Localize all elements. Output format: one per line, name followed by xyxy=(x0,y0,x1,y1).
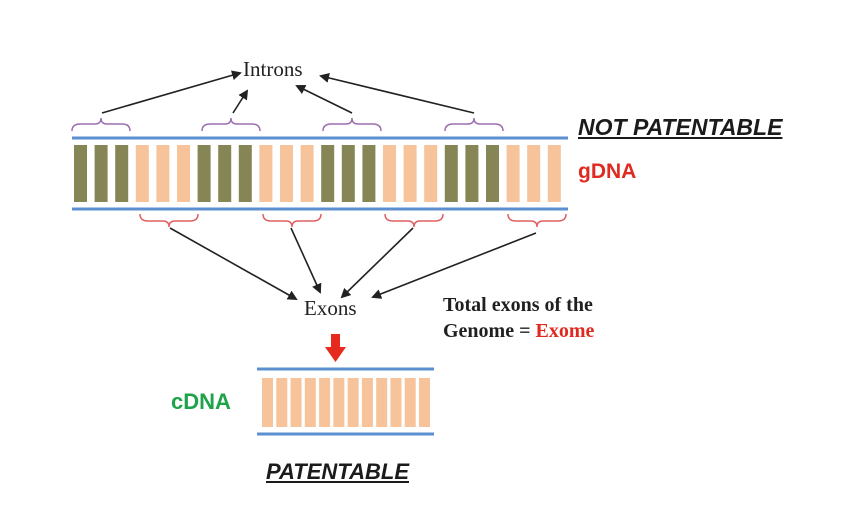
exon-bar xyxy=(527,145,541,202)
pointer-arrow xyxy=(169,227,298,300)
pointer-arrow xyxy=(101,70,242,114)
exon-brace xyxy=(262,213,322,228)
patentable-label: PATENTABLE xyxy=(266,459,409,484)
exon-braces xyxy=(139,213,567,228)
intron-bar xyxy=(362,145,376,202)
cdna-label: cDNA xyxy=(171,389,231,414)
exome-word: Exome xyxy=(535,320,595,342)
cdna-exon-bar xyxy=(304,378,316,427)
intron-bar xyxy=(94,145,108,202)
intron-bar xyxy=(486,145,499,202)
introns-label: Introns xyxy=(243,57,303,81)
cdna-bars xyxy=(262,378,430,427)
exon-bar xyxy=(177,145,190,202)
cdna-exon-bar xyxy=(262,378,273,427)
gdna-strand-lines xyxy=(72,136,568,211)
pointer-arrows xyxy=(101,70,537,300)
exon-bar xyxy=(280,145,293,202)
gdna-bars xyxy=(74,145,561,202)
exons-label: Exons xyxy=(304,296,357,320)
intron-bar xyxy=(465,145,479,202)
intron-bar xyxy=(197,145,211,202)
exon-bar xyxy=(403,145,417,202)
intron-bar xyxy=(238,145,252,202)
exon-brace xyxy=(139,213,199,228)
exon-bar xyxy=(547,145,561,202)
pointer-arrow xyxy=(319,73,475,114)
genome-equals-text: Genome = xyxy=(443,320,536,342)
total-exons-line-2: Genome = Exome xyxy=(443,318,594,344)
intron-bar xyxy=(218,145,232,202)
down-arrow-icon xyxy=(325,334,346,362)
cdna-strand-lines xyxy=(257,367,434,436)
cdna-exon-bar xyxy=(276,378,288,427)
cdna-exon-bar xyxy=(361,378,373,427)
intron-brace xyxy=(444,117,504,132)
cdna-exon-bar xyxy=(347,378,359,427)
intron-braces xyxy=(71,117,504,132)
exon-bar xyxy=(383,145,396,202)
intron-brace xyxy=(201,117,261,132)
exon-bar xyxy=(506,145,520,202)
intron-bar xyxy=(321,145,335,202)
cdna-exon-bar xyxy=(376,378,388,427)
not-patentable-label: NOT PATENTABLE xyxy=(578,114,783,140)
pointer-arrow xyxy=(371,232,537,299)
cdna-exon-bar xyxy=(390,378,402,427)
cdna-exon-bar xyxy=(419,378,430,427)
total-exons-note: Total exons of the Genome = Exome xyxy=(443,292,594,344)
pointer-arrow xyxy=(340,227,414,299)
intron-bar xyxy=(115,145,129,202)
gdna-label: gDNA xyxy=(578,160,637,183)
exon-bar xyxy=(135,145,149,202)
pointer-arrow xyxy=(295,85,353,114)
intron-bar xyxy=(444,145,458,202)
total-exons-line-1: Total exons of the xyxy=(443,294,593,316)
cdna-exon-bar xyxy=(290,378,302,427)
intron-brace xyxy=(71,117,131,132)
intron-brace xyxy=(322,117,382,132)
cdna-exon-bar xyxy=(333,378,345,427)
exon-brace xyxy=(507,213,567,228)
down-arrow-shape xyxy=(325,334,346,362)
pointer-arrow xyxy=(232,89,249,114)
cdna-exon-bar xyxy=(404,378,416,427)
pointer-arrow xyxy=(290,227,322,294)
intron-bar xyxy=(74,145,87,202)
exon-bar xyxy=(424,145,438,202)
cdna-exon-bar xyxy=(319,378,331,427)
intron-bar xyxy=(341,145,355,202)
exon-bar xyxy=(156,145,170,202)
exon-bar xyxy=(300,145,314,202)
exon-brace xyxy=(384,213,444,228)
exon-bar xyxy=(259,145,273,202)
